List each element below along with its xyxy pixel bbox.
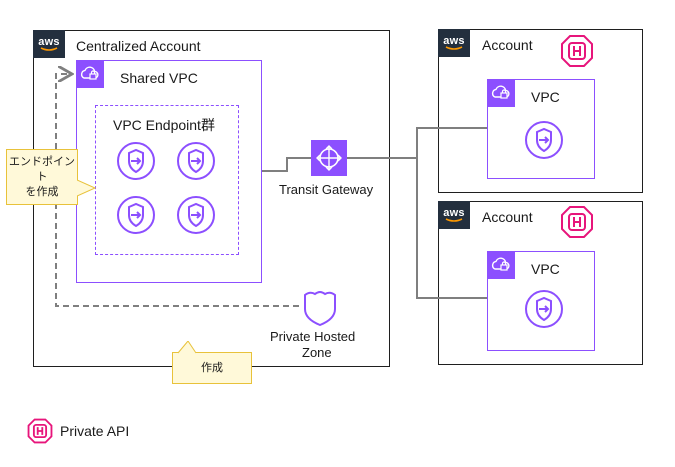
account-vpc-box-2 [487, 251, 595, 351]
note-create-endpoint-tail [77, 179, 97, 197]
note-create-endpoint-line1: エンドポイント [9, 155, 75, 183]
account-vpc-title-2: VPC [531, 261, 560, 277]
private-api-icon [561, 206, 593, 238]
aws-logo-icon: aws [33, 30, 65, 58]
private-hosted-zone-line1: Private Hosted [270, 329, 356, 344]
aws-logo-icon: aws [438, 29, 470, 57]
note-create-endpoint: エンドポイント を作成 [6, 149, 78, 205]
account-title-1: Account [482, 37, 533, 53]
private-api-legend-icon [27, 418, 53, 444]
vpc-endpoint-icon [177, 142, 215, 180]
account-title-2: Account [482, 209, 533, 225]
account-box-1 [438, 29, 643, 193]
private-api-icon [561, 35, 593, 67]
account-vpc-title-1: VPC [531, 89, 560, 105]
account-vpc-box-1 [487, 79, 595, 179]
vpc-cloud-icon [487, 251, 515, 279]
transit-gateway-label: Transit Gateway [279, 182, 374, 197]
vpc-endpoint-icon [525, 290, 563, 328]
note-create-endpoint-line2: を作成 [25, 185, 59, 198]
note-create-label: 作成 [201, 361, 223, 374]
vpc-endpoint-icon [117, 196, 155, 234]
route53-hosted-zone-icon [304, 291, 336, 327]
note-create-tail [177, 341, 197, 354]
centralized-account-title: Centralized Account [76, 38, 201, 54]
vpc-cloud-icon [487, 79, 515, 107]
vpc-endpoint-icon [525, 121, 563, 159]
vpc-cloud-icon [76, 60, 104, 88]
note-create: 作成 [172, 352, 252, 384]
shared-vpc-title: Shared VPC [120, 70, 198, 86]
legend-private-api-label: Private API [60, 423, 130, 439]
vpc-endpoint-icon [177, 196, 215, 234]
aws-logo-icon: aws [438, 201, 470, 229]
transit-gateway-icon [311, 140, 347, 176]
private-hosted-zone-line2: Zone [302, 345, 332, 360]
endpoint-group-title: VPC Endpoint群 [113, 117, 215, 133]
vpc-endpoint-icon [117, 142, 155, 180]
